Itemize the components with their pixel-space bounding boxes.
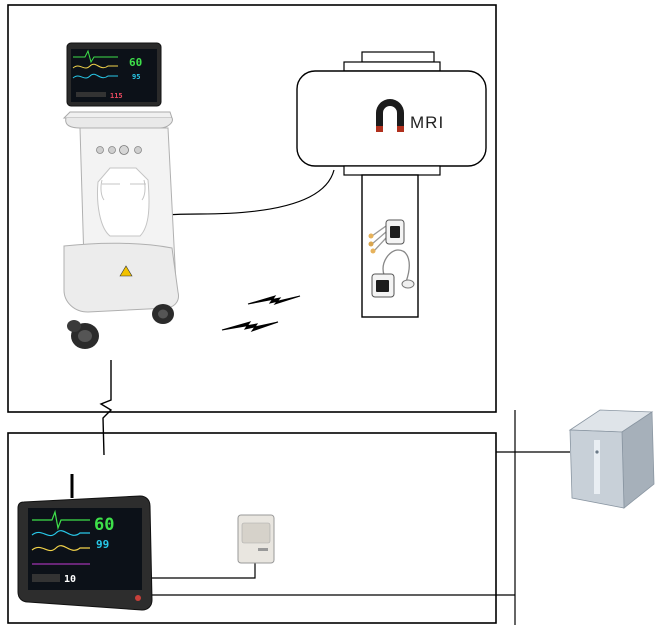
mri-label: MRI xyxy=(410,113,444,132)
server xyxy=(570,410,654,508)
printer xyxy=(238,515,274,563)
svg-text:10: 10 xyxy=(64,574,76,585)
bedside-monitor-cart: 60 95 115 xyxy=(64,43,179,349)
central-monitor: 60 99 10 xyxy=(18,474,152,610)
svg-text:115: 115 xyxy=(110,92,123,100)
svg-text:99: 99 xyxy=(96,538,109,551)
wireless-link-line xyxy=(101,360,111,455)
wireless-signal-icon xyxy=(248,296,300,304)
svg-text:60: 60 xyxy=(129,56,142,69)
svg-text:60: 60 xyxy=(94,515,114,535)
printer-connection-line xyxy=(150,562,255,578)
wireless-signal-icon xyxy=(222,322,278,331)
svg-text:95: 95 xyxy=(132,73,140,81)
